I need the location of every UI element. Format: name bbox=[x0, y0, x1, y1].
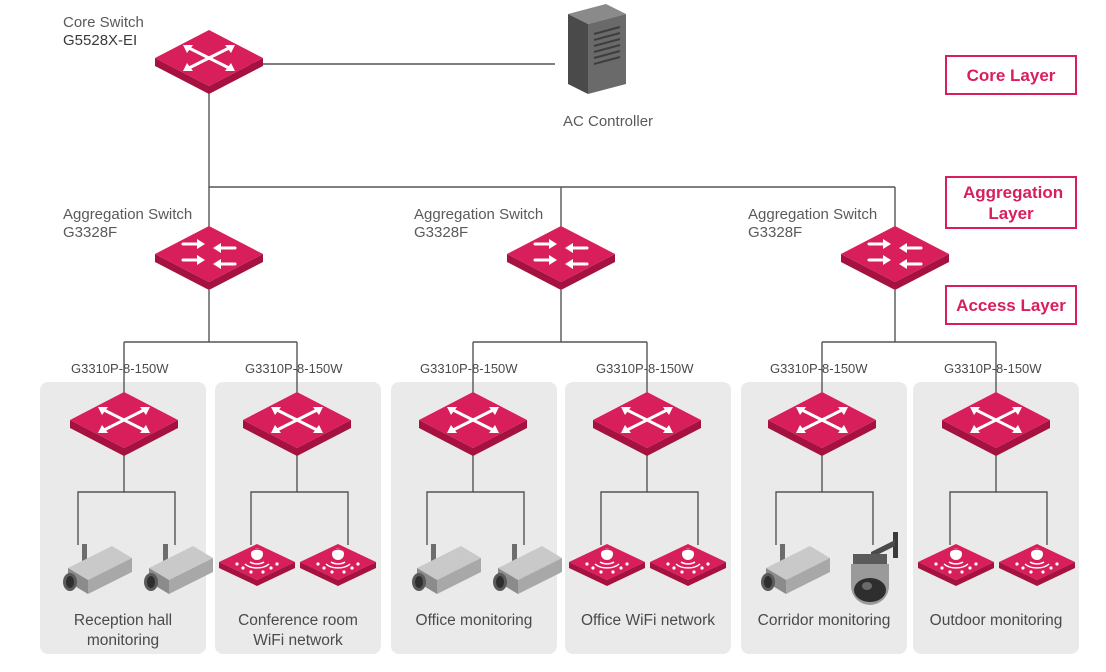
access-1-right-drop bbox=[124, 491, 176, 545]
aggregation-switch-1-icon bbox=[153, 224, 265, 292]
access-layer-badge: Access Layer bbox=[945, 285, 1077, 325]
core-switch-model: G5528X-EI bbox=[63, 32, 138, 49]
access-switch-2-model: G3310P-8-150W bbox=[245, 361, 343, 376]
aggregation-switch-3-icon bbox=[839, 224, 951, 292]
ac-controller-label: AC Controller bbox=[563, 113, 654, 130]
access-3-left-drop bbox=[426, 452, 474, 545]
access-5-left-drop bbox=[775, 452, 823, 545]
group-4-caption-line1: Office WiFi network bbox=[580, 612, 716, 629]
group-2-caption: Conference room WiFi network bbox=[215, 611, 381, 651]
group-1-caption-line1: Reception hall bbox=[73, 612, 173, 629]
group-3-caption-line1: Office monitoring bbox=[415, 612, 533, 629]
access-group-panel-6 bbox=[913, 382, 1079, 654]
core-switch-title: Core Switch bbox=[63, 14, 144, 31]
access-switch-1-model: G3310P-8-150W bbox=[71, 361, 169, 376]
access-5-right-drop bbox=[822, 491, 874, 545]
aggregation-switch-2-model: G3328F bbox=[414, 224, 469, 241]
aggregation-switch-3-model: G3328F bbox=[748, 224, 803, 241]
access-layer-label: Access Layer bbox=[956, 295, 1066, 315]
group-3-caption: Office monitoring bbox=[391, 611, 557, 631]
access-2-right-drop bbox=[297, 491, 349, 545]
group-2-caption-line1: Conference room bbox=[238, 612, 358, 629]
access-6-left-drop bbox=[949, 452, 997, 545]
access-group-panel-2 bbox=[215, 382, 381, 654]
access-4-left-drop bbox=[600, 452, 648, 545]
core-to-aggregation-bus bbox=[208, 86, 895, 188]
access-group-panel-4 bbox=[565, 382, 731, 654]
group-6-caption: Outdoor monitoring bbox=[913, 611, 1079, 631]
aggregation-layer-label: Aggregation Layer bbox=[963, 182, 1064, 223]
aggregation-switch-3-title: Aggregation Switch bbox=[748, 206, 878, 223]
aggregation-switch-1-title: Aggregation Switch bbox=[63, 206, 193, 223]
access-switch-4-model: G3310P-8-150W bbox=[596, 361, 694, 376]
access-1-left-drop bbox=[77, 452, 125, 545]
group-5-caption-line1: Corridor monitoring bbox=[757, 612, 891, 629]
access-switch-3-model: G3310P-8-150W bbox=[420, 361, 518, 376]
access-4-right-drop bbox=[647, 491, 699, 545]
aggregation-switch-2-title: Aggregation Switch bbox=[414, 206, 544, 223]
group-6-caption-line1: Outdoor monitoring bbox=[929, 612, 1063, 629]
access-switch-5-model: G3310P-8-150W bbox=[770, 361, 868, 376]
aggregation-layer-badge: Aggregation Layer bbox=[945, 176, 1077, 229]
access-switch-6-model: G3310P-8-150W bbox=[944, 361, 1042, 376]
core-layer-label: Core Layer bbox=[966, 65, 1056, 85]
core-switch-icon bbox=[153, 28, 265, 96]
access-2-left-drop bbox=[250, 452, 298, 545]
aggregation-switch-2-icon bbox=[505, 224, 617, 292]
core-layer-badge: Core Layer bbox=[945, 55, 1077, 95]
access-3-right-drop bbox=[473, 491, 525, 545]
group-1-caption: Reception hall monitoring bbox=[40, 611, 206, 651]
group-1-caption-line2: monitoring bbox=[86, 632, 160, 649]
group-2-caption-line2: WiFi network bbox=[253, 632, 343, 649]
access-6-right-drop bbox=[996, 491, 1048, 545]
server-icon bbox=[567, 3, 627, 95]
aggregation-switch-1-model: G3328F bbox=[63, 224, 118, 241]
group-4-caption: Office WiFi network bbox=[565, 611, 731, 631]
group-5-caption: Corridor monitoring bbox=[741, 611, 907, 631]
